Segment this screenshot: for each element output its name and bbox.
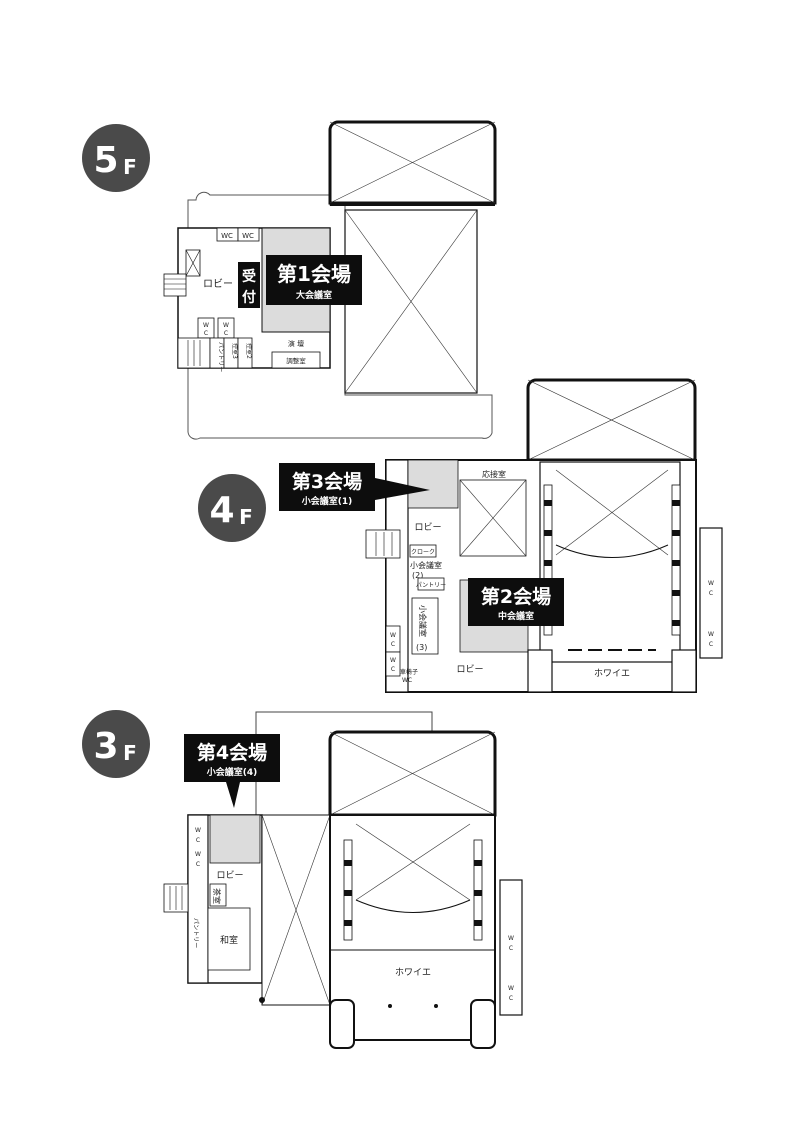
hall-5f: [328, 120, 497, 394]
svg-text:4: 4: [209, 490, 234, 531]
svg-text:調整室: 調整室: [286, 356, 306, 365]
svg-text:クローク: クローク: [411, 549, 435, 556]
svg-text:C: C: [196, 861, 200, 868]
svg-text:F: F: [239, 505, 253, 529]
svg-text:第4会場: 第4会場: [197, 741, 267, 764]
svg-text:3: 3: [93, 726, 118, 767]
venue-label-2: 第2会場 中会議室: [468, 578, 564, 626]
svg-text:(2): (2): [412, 571, 423, 580]
svg-text:茶室: 茶室: [212, 888, 222, 904]
svg-text:小会議室(4): 小会議室(4): [206, 766, 258, 778]
svg-text:応接室: 応接室: [482, 469, 506, 479]
svg-text:W: W: [223, 322, 229, 329]
svg-text:W: W: [708, 580, 714, 587]
svg-text:ホワイエ: ホワイエ: [395, 967, 431, 978]
svg-text:ロビー: ロビー: [216, 870, 243, 881]
svg-text:受: 受: [242, 268, 256, 285]
svg-text:C: C: [509, 995, 513, 1002]
svg-text:WC: WC: [402, 677, 412, 684]
svg-text:W: W: [195, 827, 201, 834]
floor-4f: 4 F 応接室 ロビー クローク 小会議室 (2) パントリー 小会議室 (3)…: [198, 378, 723, 693]
svg-text:第2会場: 第2会場: [481, 585, 551, 608]
svg-text:WC: WC: [242, 232, 254, 240]
svg-text:ロビー: ロビー: [456, 664, 483, 675]
svg-text:5: 5: [93, 140, 118, 181]
floor-badge-5f: 5 F: [82, 124, 150, 192]
svg-text:WC: WC: [221, 232, 233, 240]
venue-label-1: 第1会場 大会議室: [266, 255, 362, 305]
svg-text:第3会場: 第3会場: [292, 470, 362, 493]
svg-text:控室2: 控室2: [245, 343, 253, 359]
floor-badge-3f: 3 F: [82, 710, 150, 778]
svg-text:パントリー: パントリー: [416, 582, 446, 589]
svg-text:W: W: [508, 985, 514, 992]
svg-text:W: W: [390, 657, 396, 664]
svg-text:演 壇: 演 壇: [288, 339, 304, 348]
svg-text:ロビー: ロビー: [414, 522, 441, 533]
svg-text:車椅子: 車椅子: [400, 668, 418, 676]
svg-text:和室: 和室: [220, 934, 238, 946]
svg-text:小会議室: 小会議室: [410, 560, 442, 570]
hall-columns-3f: [343, 839, 483, 941]
svg-text:W: W: [195, 851, 201, 858]
svg-text:W: W: [203, 322, 209, 329]
svg-text:C: C: [709, 641, 713, 648]
svg-text:C: C: [204, 330, 208, 337]
svg-text:W: W: [708, 631, 714, 638]
svg-text:C: C: [509, 945, 513, 952]
svg-text:小会議室(1): 小会議室(1): [301, 495, 353, 507]
reception-label: 受 付: [238, 262, 260, 308]
floor-badge-4f: 4 F: [198, 474, 266, 542]
floor-5f: 5 F WC WC: [82, 120, 497, 440]
svg-text:中会議室: 中会議室: [498, 610, 534, 622]
svg-text:小会議室: 小会議室: [418, 605, 428, 637]
svg-text:C: C: [224, 330, 228, 337]
svg-text:第1会場: 第1会場: [277, 262, 351, 286]
lobby-5f: ロビー: [203, 278, 233, 290]
svg-text:C: C: [391, 666, 395, 673]
venue-label-4: 第4会場 小会議室(4): [184, 734, 280, 808]
venue-label-3: 第3会場 小会議室(1): [279, 463, 430, 511]
svg-text:C: C: [709, 590, 713, 597]
floor-3f: 3 F W C W C ロビー 茶室 和室 パントリー: [82, 710, 523, 1049]
svg-text:ホワイエ: ホワイエ: [594, 668, 630, 679]
svg-text:付: 付: [242, 289, 256, 306]
svg-text:パントリー: パントリー: [192, 918, 199, 948]
svg-text:W: W: [390, 632, 396, 639]
svg-text:控室3: 控室3: [231, 343, 239, 359]
svg-text:(3): (3): [416, 643, 427, 652]
svg-text:W: W: [508, 935, 514, 942]
svg-text:F: F: [123, 741, 137, 765]
svg-text:パントリー: パントリー: [217, 342, 224, 372]
svg-text:C: C: [391, 641, 395, 648]
svg-text:C: C: [196, 837, 200, 844]
svg-text:大会議室: 大会議室: [296, 289, 332, 301]
svg-text:F: F: [123, 155, 137, 179]
